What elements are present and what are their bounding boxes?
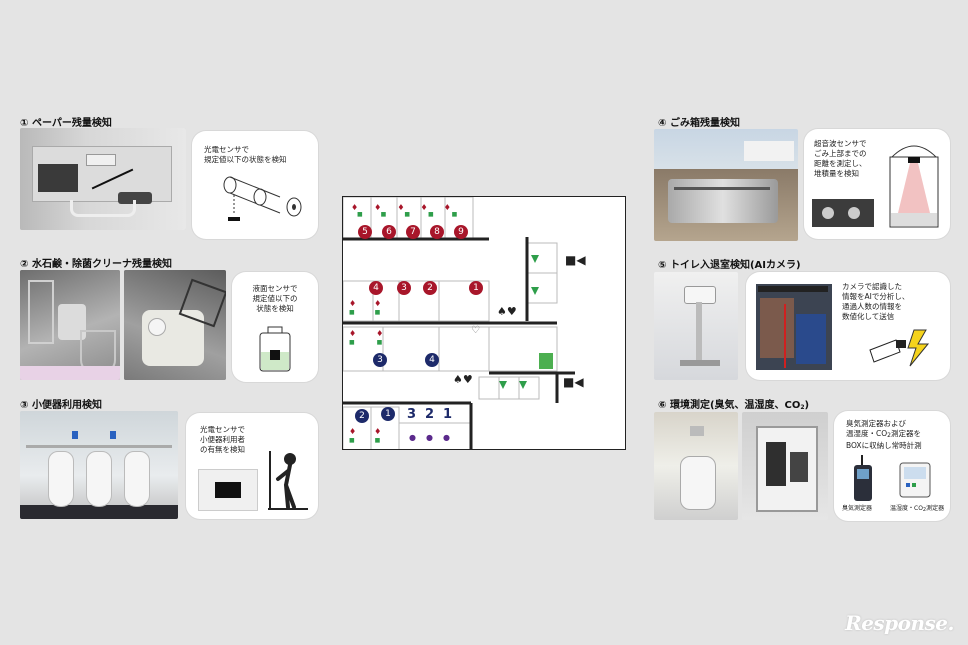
section-6-title: ⑥ 環境測定(臭気、温湿度、CO2) [658,396,809,411]
bubble-2-line-1: 液面センサで [252,284,298,293]
odor-meter-install-photo [654,412,738,520]
section-6-title-text: ⑥ 環境測定(臭気、温湿度、CO [658,400,801,411]
diamond-icons-mid: ♦♦ [349,299,400,308]
stall-number-badge: 3 [397,281,411,295]
bubble-4-line-1: 超音波センサで [814,139,867,148]
bubble-4-line-4: 堆積量を検知 [814,169,859,178]
urinal-number: 2 [425,407,435,422]
heart-outline-icon: ♡ [471,325,480,336]
bubble-5-line-3: 通過人数の情報を [842,302,902,311]
urinal-number: 3 [407,407,417,422]
section-3-bubble: 光電センサで 小便器利用者 の有無を検知 [186,413,318,519]
bubble-1-line-2: 規定値以下の状態を検知 [204,155,287,164]
paper-roll-diagram [223,176,302,221]
bubble-3-line-3: の有無を検知 [200,445,245,454]
camera-transmit-icon [869,329,930,367]
trash-bin-diagram [889,145,939,228]
stall-number-badge: 9 [454,225,468,239]
section-5-title: ⑤ トイレ入退室検知(AIカメラ) [658,260,801,271]
green-square-icons-mid: ■■ [349,309,401,316]
section-2-bubble: 液面センサで 規定値以下の 状態を検知 [232,272,318,382]
stall-number-badge: 7 [406,225,420,239]
bubble-3-line-2: 小便器利用者 [200,435,245,444]
bubble-6-line-2-post: 測定器を [890,429,921,438]
odor-meter-icon [854,455,872,501]
soap-tank-photo-2 [124,270,226,380]
bubble-5-line-2: 情報をAIで分析し、 [842,292,910,301]
urinal-dot-icons: ●●● [409,433,460,442]
section-1-title: ① ペーパー残量検知 [20,118,112,129]
stall-number-badge-navy: 2 [355,409,369,423]
measurement-box-photo [742,412,828,520]
bubble-6-line-2-pre: 温湿度・CO [846,429,888,438]
section-2-title: ② 水石鹸・除菌クリーナ残量検知 [20,259,172,270]
stall-number-badge: 5 [358,225,372,239]
section-6-title-end: ) [804,400,810,411]
camera-icon: ■◀ [565,253,586,267]
bubble-2-line-2: 規定値以下の [252,294,298,303]
bubble-4-line-3: 距離を測定し、 [814,159,867,168]
co2-meter-icon [899,462,931,498]
stall-number-badge: 6 [382,225,396,239]
section-1-bubble: 光電センサで 規定値以下の状態を検知 [192,131,318,239]
co2-caption-pre: 温湿度・CO [890,505,923,512]
stall-number-badge: 4 [369,281,383,295]
person-at-urinal-icon [268,451,308,510]
section-4-bubble: 超音波センサで ごみ上部までの 距離を測定し、 堆積量を検知 [804,129,950,239]
section-6-bubble: 臭気測定器および 温湿度・CO2測定器を BOXに収納し常時計測 臭気測定器 温… [834,411,950,521]
urinal-number: 1 [443,407,453,422]
stall-number-badge-navy: 1 [381,407,395,421]
camera-icon: ■◀ [563,375,584,389]
floor-plan: ■◀ ■◀ 5 6 7 8 9 ♦♦♦♦♦ ■■■■■ 4 3 2 1 ♦♦ ■… [342,196,626,450]
diamond-icons-bottom: ♦♦ [349,427,400,436]
bubble-3-line-1: 光電センサで [200,425,245,434]
photo-sensor-image [198,469,258,511]
section-3-title: ③ 小便器利用検知 [20,400,102,411]
bubble-5-line-1: カメラで認識した [842,282,902,291]
paper-dispenser-photo [20,128,186,230]
urinal-photo [20,411,178,519]
spade-icons: ♠♥ [497,305,517,318]
response-logo: Response. [845,611,954,635]
green-square-icons-lower: ■■ [349,339,405,346]
ai-camera-photo [654,272,738,380]
urinal-numbers: 3 2 1 [407,407,461,422]
liquid-tank-diagram [259,326,291,372]
soap-tank-photo-1 [20,270,120,380]
bubble-1-line-1: 光電センサで [204,145,249,154]
bubble-4-line-2: ごみ上部までの [814,149,867,158]
bubble-6-line-1: 臭気測定器および [846,419,922,429]
co2-meter-caption: 温湿度・CO2測定器 [890,503,944,513]
diamond-icons-top: ♦♦♦♦♦ [351,203,467,212]
ultrasonic-sensor-photo [812,199,874,227]
trash-bins-photo [654,129,798,241]
section-6-title-sub: 2 [800,404,805,411]
stall-number-badge-navy: 4 [425,353,439,367]
section-5-bubble: カメラで認識した 情報をAIで分析し、 通過人数の情報を 数値化して送信 [746,272,950,380]
green-square-icons-top: ■■■■■ [357,211,476,218]
diamond-icons-lower: ♦♦ [349,329,404,338]
section-4-title: ④ ごみ箱残量検知 [658,118,740,129]
odor-meter-caption: 臭気測定器 [842,505,873,512]
green-square-icons-bottom: ■■ [349,437,401,444]
stall-number-badge: 2 [423,281,437,295]
bubble-6-line-2: 温湿度・CO2測定器を [846,429,922,441]
camera-view-screenshot [756,284,832,370]
stall-number-badge-navy: 3 [373,353,387,367]
bubble-2-line-3: 状態を検知 [256,304,294,313]
co2-caption-sub: 2 [922,507,927,513]
bubble-6-line-1-text: 臭気測定器および [846,419,906,428]
bubble-6-line-3: BOXに収納し常時計測 [846,441,922,451]
spade-heart-icons: ♠♥ [453,373,473,386]
stall-number-badge: 1 [469,281,483,295]
co2-caption-post: 測定器 [926,505,945,512]
mid-row-numbers: 4 3 2 1 [369,281,483,295]
bubble-6-line-3-text: BOXに収納し常時計測 [846,441,922,450]
bubble-5-line-4: 数値化して送信 [842,312,895,321]
bubble-6-line-2-sub: 2 [887,432,891,439]
stall-number-badge: 8 [430,225,444,239]
top-row-numbers: 5 6 7 8 9 [358,225,468,239]
floor-plan-walls [343,197,575,449]
